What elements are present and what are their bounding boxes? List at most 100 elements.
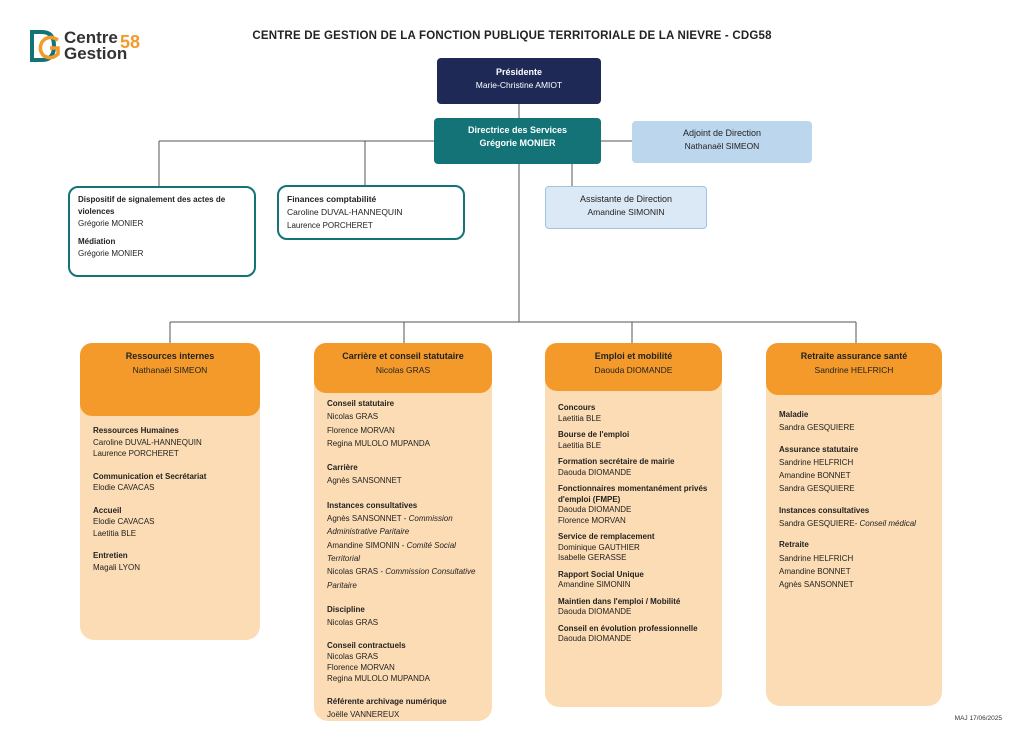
person-name: Agnès SANSONNET <box>779 580 854 590</box>
person-name: Sandrine HELFRICH <box>779 457 854 467</box>
person-name: Amandine BONNET <box>779 471 851 481</box>
cdg58-logo: Centre Gestion 58 <box>28 26 158 72</box>
section-accueil: Accueil Elodie CAVACAS Laetitia BLE <box>93 505 252 540</box>
logo-number: 58 <box>120 32 141 52</box>
signalement-title: Dispositif de signalement des actes de v… <box>78 195 226 216</box>
section-instances-consultatives: Instances consultatives Sandra GESQUIERE… <box>779 504 934 531</box>
column-header-ressources: Ressources internes Nathanaël SIMEON <box>80 343 260 416</box>
instance-entry: Agnès SANSONNET - Commission Administrat… <box>327 512 484 539</box>
instance-entry: Amandine SIMONIN - Comité Social Territo… <box>327 539 484 566</box>
presidente-role: Présidente <box>495 67 543 77</box>
person-name: Florence MORVAN <box>327 425 395 435</box>
person-name: Nicolas GRAS <box>327 412 379 422</box>
assistante-name: Amandine SIMONIN <box>587 207 665 217</box>
person-name: Sandra GESQUIERE <box>779 484 855 494</box>
person-name: Isabelle GERASSE <box>558 553 627 562</box>
assistante-role: Assistante de Direction <box>579 194 673 204</box>
person-name: Laetitia BLE <box>558 440 602 450</box>
section-title: Conseil statutaire <box>327 399 395 408</box>
finances-title: Finances comptabilité <box>287 194 377 204</box>
assistante-box: Assistante de Direction Amandine SIMONIN <box>545 186 707 229</box>
column-head-emploi: Daouda DIOMANDE <box>594 365 673 375</box>
signalement-box: Dispositif de signalement des actes de v… <box>68 186 256 277</box>
section-title: Service de remplacement <box>558 532 655 541</box>
person-name: Daouda DIOMANDE <box>558 634 632 643</box>
section-title: Concours <box>558 403 596 412</box>
instance-name: Conseil médical <box>859 519 916 529</box>
person-name: Agnès SANSONNET - <box>327 514 409 524</box>
finances-name2: Laurence PORCHERET <box>287 221 373 230</box>
section-maintien: Maintien dans l'emploi / Mobilité Daouda… <box>558 597 714 618</box>
section-assurance-statutaire: Assurance statutaire Sandrine HELFRICH A… <box>779 443 934 496</box>
section-discipline: Discipline Nicolas GRAS <box>327 603 484 630</box>
person-name: Laetitia BLE <box>558 413 602 423</box>
section-title: Assurance statutaire <box>779 444 859 454</box>
section-title: Référente archivage numérique <box>327 697 447 707</box>
section-remplacement: Service de remplacement Dominique GAUTHI… <box>558 532 714 564</box>
person-name: Regina MULOLO MUPANDA <box>327 674 430 684</box>
person-name: Sandra GESQUIERE- <box>779 519 860 529</box>
mediation-title: Médiation <box>78 237 116 246</box>
column-ressources-internes: Ressources internes Nathanaël SIMEON Res… <box>80 343 260 640</box>
section-entretien: Entretien Magali LYON <box>93 550 252 573</box>
directrice-name: Grégorie MONIER <box>479 138 556 148</box>
section-title: Instances consultatives <box>779 505 870 515</box>
person-name: Daouda DIOMANDE <box>558 607 632 616</box>
section-bourse-emploi: Bourse de l'emploi Laetitia BLE <box>558 430 714 451</box>
section-title: Ressources Humaines <box>93 426 179 435</box>
mediation-name: Grégorie MONIER <box>78 249 144 258</box>
section-title: Discipline <box>327 604 365 614</box>
directrice-role: Directrice des Services <box>467 125 568 135</box>
person-name: Nicolas GRAS <box>327 652 379 662</box>
instance-entry: Nicolas GRAS - Commission Consultative P… <box>327 565 484 592</box>
person-name: Florence MORVAN <box>558 515 626 525</box>
section-concours: Concours Laetitia BLE <box>558 403 714 424</box>
instance-name: Commission Consultative Paritaire <box>327 567 476 590</box>
section-title: Rapport Social Unique <box>558 569 644 579</box>
section-rsu: Rapport Social Unique Amandine SIMONIN <box>558 570 714 591</box>
person-name: Sandrine HELFRICH <box>779 553 854 563</box>
section-ressources-humaines: Ressources Humaines Caroline DUVAL-HANNE… <box>93 425 252 460</box>
instance-name: Commission Administrative Paritaire <box>327 514 453 537</box>
section-title: Carrière <box>327 463 358 473</box>
person-name: Nicolas GRAS <box>327 618 379 628</box>
instance-name: Comité Social Territorial <box>327 540 456 563</box>
section-communication: Communication et Secrétariat Elodie CAVA… <box>93 471 252 494</box>
adjoint-role: Adjoint de Direction <box>682 128 762 138</box>
section-retraite: Retraite Sandrine HELFRICH Amandine BONN… <box>779 538 934 591</box>
section-title: Entretien <box>93 551 128 560</box>
person-name: Laetitia BLE <box>93 528 137 538</box>
finances-box: Finances comptabilité Caroline DUVAL-HAN… <box>277 185 465 240</box>
logo-line2: Gestion <box>64 44 128 63</box>
presidente-box: Présidente Marie-Christine AMIOT <box>437 58 601 104</box>
column-title-ressources: Ressources internes <box>125 351 215 361</box>
section-conseil-contractuels: Conseil contractuels Nicolas GRAS Floren… <box>327 640 484 684</box>
column-header-carriere: Carrière et conseil statutaire Nicolas G… <box>314 343 492 393</box>
directrice-box: Directrice des Services Grégorie MONIER <box>434 118 601 164</box>
person-name: Caroline DUVAL-HANNEQUIN <box>93 437 202 447</box>
person-name: Nicolas GRAS - <box>327 567 386 577</box>
person-name: Florence MORVAN <box>327 663 395 673</box>
person-name: Laurence PORCHERET <box>93 449 179 458</box>
section-title: Accueil <box>93 505 122 515</box>
section-title: Formation secrétaire de mairie <box>558 457 675 466</box>
logo-line1: Centre <box>64 28 118 47</box>
column-title-emploi: Emploi et mobilité <box>594 351 673 361</box>
section-carriere: Carrière Agnès SANSONNET <box>327 461 484 488</box>
column-emploi: Emploi et mobilité Daouda DIOMANDE Conco… <box>545 343 722 707</box>
person-name: Magali LYON <box>93 562 140 572</box>
section-archivage: Référente archivage numérique Joëlle VAN… <box>327 695 484 721</box>
section-title: Conseil contractuels <box>327 641 406 651</box>
person-name: Daouda DIOMANDE <box>558 467 632 477</box>
adjoint-name: Nathanaël SIMEON <box>684 141 760 151</box>
column-body-carriere: Conseil statutaire Nicolas GRAS Florence… <box>327 397 484 732</box>
instance-entry: Sandra GESQUIERE- Conseil médical <box>779 517 934 530</box>
person-name: Dominique GAUTHIER <box>558 542 640 552</box>
column-head-carriere: Nicolas GRAS <box>375 365 431 375</box>
column-carriere: Carrière et conseil statutaire Nicolas G… <box>314 343 492 721</box>
person-name: Amandine SIMONIN <box>558 580 631 589</box>
person-name: Amandine SIMONIN - <box>327 540 407 550</box>
person-name: Elodie CAVACAS <box>93 517 155 526</box>
column-title-retraite: Retraite assurance santé <box>800 351 908 361</box>
